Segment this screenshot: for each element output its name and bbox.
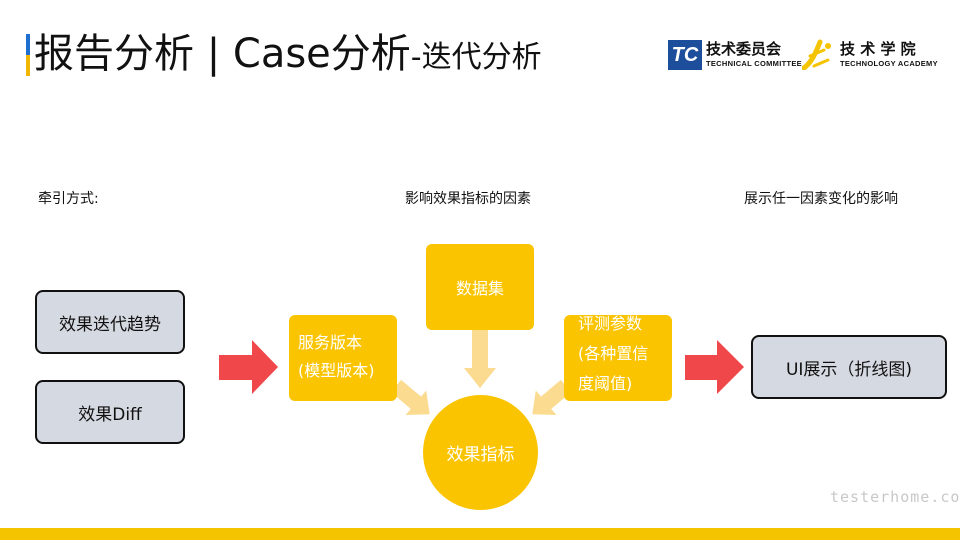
bottom-accent-bar <box>0 528 960 540</box>
box-service-version: 服务版本 (模型版本) <box>289 315 397 401</box>
academy-logo-name-cn: 技 术 学 院 <box>840 40 916 58</box>
tc-logo-name-cn: 技术委员会 <box>706 40 782 58</box>
box-trend: 效果迭代趋势 <box>35 290 185 354</box>
label-display: 展示任一因素变化的影响 <box>744 191 898 207</box>
box-service-line1: 服务版本 <box>298 333 363 352</box>
box-eval-line3: 度阈值) <box>578 374 633 393</box>
page-title: 报告分析 | Case分析-迭代分析 <box>34 26 542 86</box>
academy-logo-name-en: TECHNOLOGY ACADEMY <box>840 59 938 68</box>
box-dataset-label: 数据集 <box>455 279 504 298</box>
academy-logo-icon <box>802 39 831 70</box>
box-trend-label: 效果迭代趋势 <box>59 314 161 335</box>
title-accent-bar <box>26 34 30 76</box>
box-eval-params: 评测参数 (各种置信 度阈值) <box>564 315 672 401</box>
box-ui-display-label: UI展示（折线图) <box>785 359 913 380</box>
box-eval-line1: 评测参数 <box>578 315 643 333</box>
box-diff: 效果Diff <box>35 380 185 444</box>
watermark: testerhome.com <box>830 488 960 506</box>
circle-metrics: 效果指标 <box>423 395 538 510</box>
light-arrow-eval <box>532 379 572 415</box>
tc-logo-name-en: TECHNICAL COMMITTEE <box>706 59 802 68</box>
circle-metrics-label: 效果指标 <box>446 445 515 465</box>
red-arrow-left <box>219 340 278 394</box>
box-ui-display: UI展示（折线图) <box>751 335 947 399</box>
box-dataset: 数据集 <box>426 244 534 330</box>
box-diff-label: 效果Diff <box>78 404 142 425</box>
box-service-line2: (模型版本) <box>298 361 375 380</box>
box-eval-line2: (各种置信 <box>578 344 649 363</box>
light-arrow-down <box>464 330 496 388</box>
label-traction: 牵引方式: <box>38 191 99 207</box>
page-title-main: 报告分析 | Case分析 <box>34 31 411 77</box>
red-arrow-right <box>685 340 744 394</box>
page-title-sub: -迭代分析 <box>410 40 542 75</box>
label-factors: 影响效果指标的因素 <box>405 191 531 207</box>
light-arrow-service <box>390 379 430 415</box>
tc-logo: TC <box>668 40 702 70</box>
